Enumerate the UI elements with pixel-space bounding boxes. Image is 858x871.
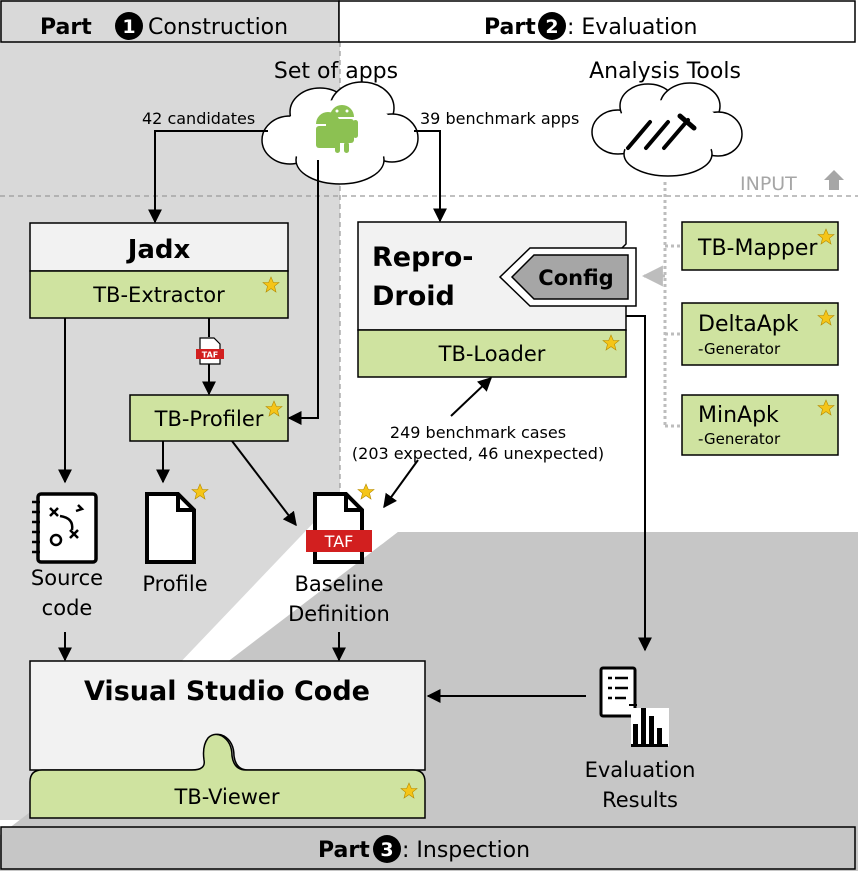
minapk-label-line1: MinApk bbox=[698, 403, 779, 428]
tb-profiler-box bbox=[129, 394, 289, 442]
baseline-taf-file-icon bbox=[306, 492, 372, 564]
part3-label: Part bbox=[318, 838, 370, 863]
baseline-line2: Definition bbox=[288, 602, 390, 626]
source-code-line2: code bbox=[42, 596, 93, 620]
arrows bbox=[58, 130, 652, 703]
tb-extractor-box bbox=[29, 270, 289, 319]
vscode-title: Visual Studio Code bbox=[84, 676, 370, 707]
tools-icon bbox=[626, 113, 697, 150]
taf-small-label: TAF bbox=[202, 351, 219, 360]
cases-line2: (203 expected, 46 unexpected) bbox=[352, 444, 604, 463]
part3-footer bbox=[0, 826, 856, 870]
part1-title: Construction bbox=[148, 15, 288, 40]
part3-title: : Inspection bbox=[402, 838, 530, 863]
source-code-icon bbox=[32, 492, 98, 564]
config-label: Config bbox=[538, 266, 613, 290]
input-label: INPUT bbox=[740, 173, 797, 195]
baseline-line1: Baseline bbox=[294, 572, 383, 596]
minapk-label-line2: -Generator bbox=[698, 430, 781, 448]
star-icon bbox=[357, 483, 375, 500]
tb-viewer-box bbox=[29, 733, 426, 819]
config-tag bbox=[498, 247, 637, 307]
profile-label: Profile bbox=[142, 572, 207, 596]
part3-number: 3 bbox=[380, 839, 393, 861]
part2-header bbox=[338, 0, 856, 43]
analysis-tools-cloud bbox=[591, 82, 743, 177]
deltaapk-label-line1: DeltaApk bbox=[698, 312, 799, 337]
baseline-taf-label: TAF bbox=[324, 532, 354, 551]
deltaapk-label-line2: -Generator bbox=[698, 340, 781, 358]
source-code-line1: Source bbox=[31, 566, 103, 590]
part1-number-badge bbox=[115, 12, 143, 40]
minapk-box bbox=[681, 394, 839, 456]
candidates-label: 42 candidates bbox=[142, 109, 255, 128]
tb-mapper-box bbox=[681, 221, 839, 271]
tb-extractor-label: TB-Extractor bbox=[92, 283, 225, 307]
reprodroid-title-line2: Droid bbox=[372, 281, 455, 312]
jadx-title: Jadx bbox=[126, 235, 191, 265]
part2-number-badge bbox=[538, 12, 566, 40]
deltaapk-box bbox=[681, 302, 839, 366]
profile-file-icon bbox=[145, 492, 196, 564]
part2-label: Part bbox=[484, 15, 536, 40]
part1-header bbox=[0, 0, 340, 43]
input-connectors bbox=[641, 182, 682, 428]
tb-loader-label: TB-Loader bbox=[438, 342, 546, 366]
taf-file-small-icon: TAF bbox=[196, 337, 224, 365]
part2-number: 2 bbox=[545, 16, 558, 38]
part1-number: 1 bbox=[122, 16, 135, 38]
evaluation-line1: Evaluation bbox=[585, 758, 696, 782]
tb-mapper-label: TB-Mapper bbox=[697, 236, 818, 261]
tb-loader-box bbox=[357, 329, 627, 378]
cases-line1: 249 benchmark cases bbox=[390, 423, 566, 442]
reprodroid-title-line1: Repro- bbox=[372, 242, 474, 273]
part1-label: Part bbox=[40, 15, 92, 40]
evaluation-results-icon bbox=[599, 666, 669, 747]
apps-title: Set of apps bbox=[274, 59, 398, 84]
evaluation-line2: Results bbox=[602, 788, 678, 812]
part2-title: : Evaluation bbox=[567, 15, 698, 40]
tb-profiler-label: TB-Profiler bbox=[154, 407, 264, 431]
analysis-tools-title: Analysis Tools bbox=[589, 59, 741, 84]
tb-viewer-label: TB-Viewer bbox=[174, 785, 280, 809]
part3-number-badge bbox=[373, 835, 401, 863]
benchmark-apps-label: 39 benchmark apps bbox=[420, 109, 579, 128]
android-icon bbox=[316, 105, 358, 153]
jadx-box bbox=[29, 222, 289, 272]
input-up-arrow-icon bbox=[824, 170, 844, 190]
